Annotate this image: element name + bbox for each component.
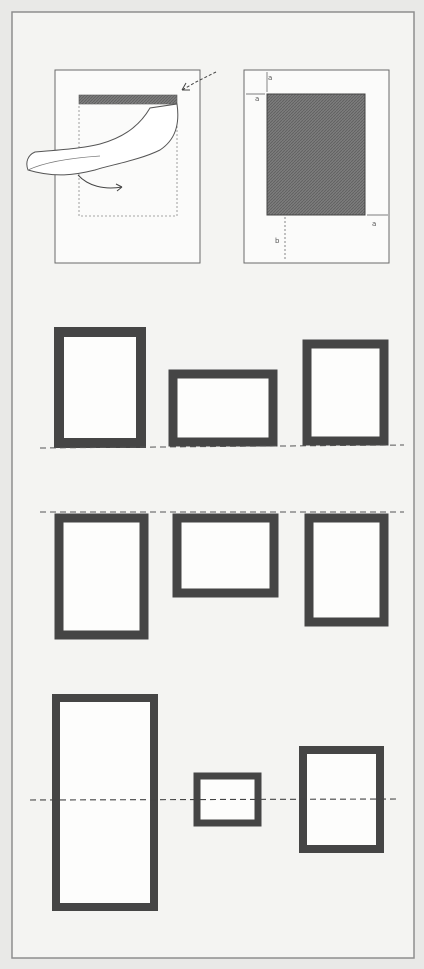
label-a-left: a [255, 95, 259, 103]
label-a-right: a [372, 220, 376, 228]
frame-tall-3 [56, 698, 154, 907]
frame-small-3 [197, 776, 258, 823]
frame-medium-2 [309, 518, 384, 622]
hinge-strip [79, 95, 177, 104]
label-a-top: a [268, 74, 272, 82]
frame-medium-1 [307, 344, 384, 441]
label-b-bottom: b [275, 237, 280, 245]
frame-tall-1 [59, 332, 141, 443]
frame-wide-2 [177, 518, 274, 593]
mat-panel: a a a b [244, 70, 389, 263]
frame-tall-2 [59, 518, 144, 635]
mat-opening [267, 94, 365, 215]
frame-wide-1 [173, 374, 273, 442]
mounting-panel [27, 70, 216, 263]
